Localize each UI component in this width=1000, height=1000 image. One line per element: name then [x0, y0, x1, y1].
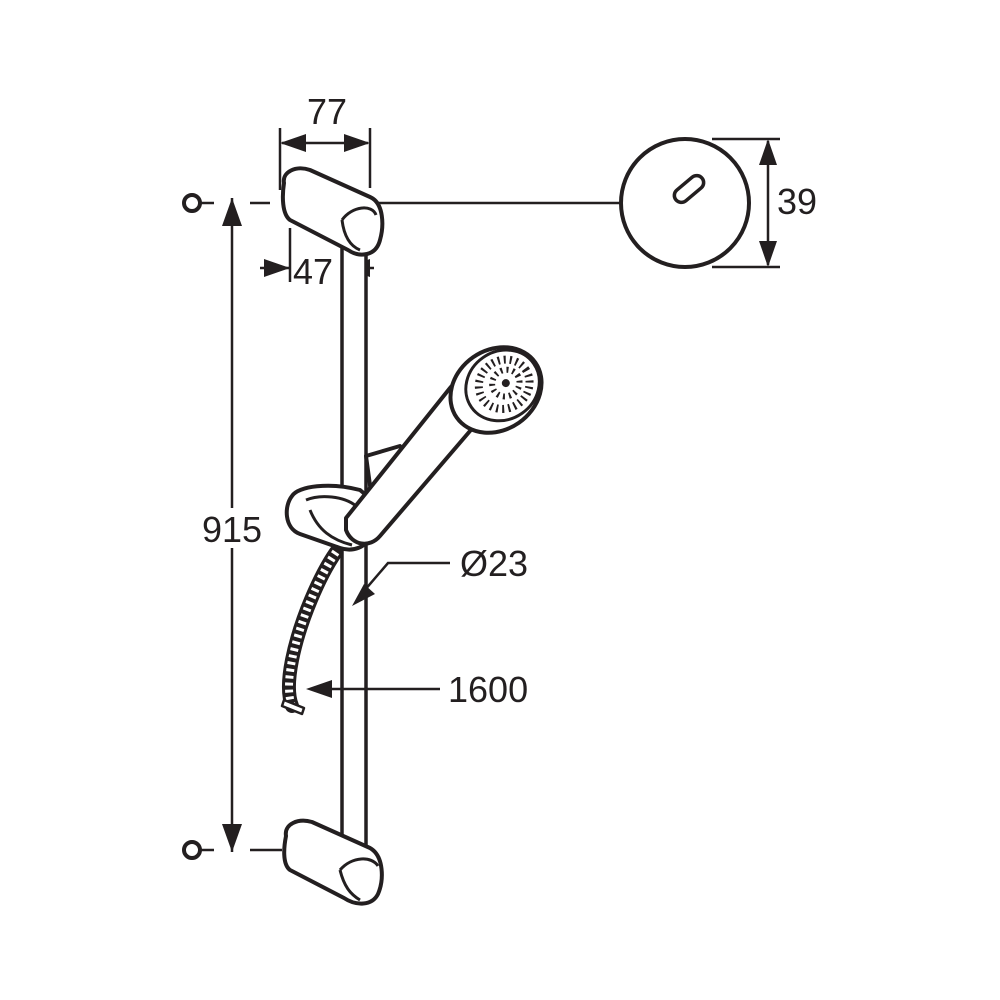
rosette-height-dimension-line	[712, 137, 780, 269]
bottom-wall-bracket	[282, 818, 384, 906]
hand-shower	[344, 345, 544, 546]
rail-diameter-label: Ø23	[460, 543, 528, 584]
top-wall-bracket	[280, 166, 385, 257]
rail-length-label: 915	[202, 509, 262, 550]
shower-hose	[280, 545, 343, 716]
wall-fixing-point-bottom	[182, 840, 214, 860]
rosette-height-label: 39	[777, 181, 817, 222]
wall-rosette	[619, 137, 751, 269]
hose-length-label: 1600	[448, 669, 528, 710]
hose-length-leader	[306, 680, 440, 698]
rail-diameter-leader	[352, 561, 450, 606]
rail-length-dimension-line	[190, 198, 282, 852]
wall-fixing-point-top	[182, 193, 214, 213]
bracket-offset-label: 47	[293, 251, 333, 292]
width-dimension-line	[278, 128, 372, 190]
width-label: 77	[307, 91, 347, 132]
